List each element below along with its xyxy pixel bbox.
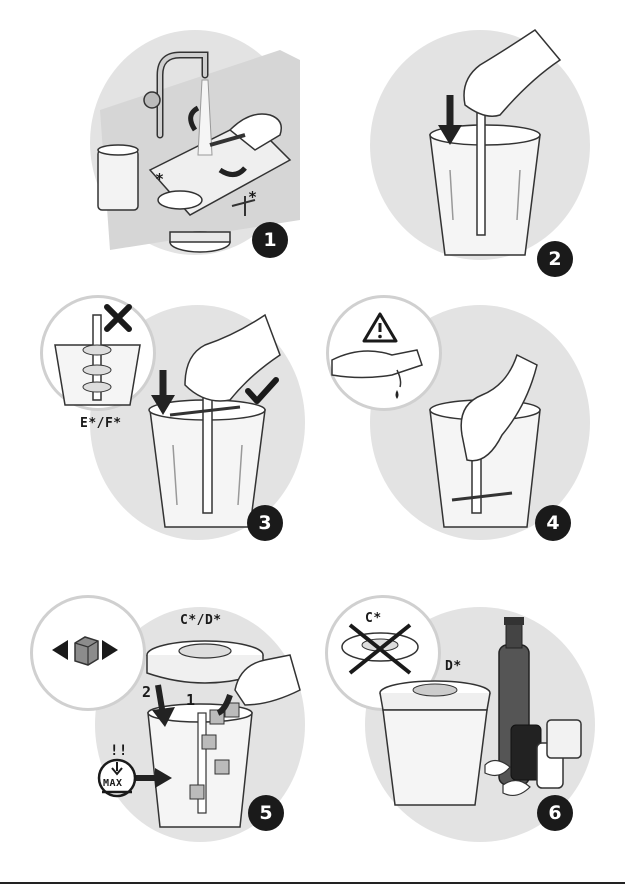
step-1-star-b: * <box>248 188 258 206</box>
step-3-number-badge: 3 <box>247 505 283 541</box>
step-6-panel: C* D* 6 <box>325 595 600 845</box>
step-3-part-label: E*/F* <box>80 416 122 431</box>
step-3-panel: E*/F* 3 <box>35 295 305 545</box>
bowl-spindle-illustration <box>365 20 590 260</box>
step-5-part-label: C*/D* <box>180 613 222 628</box>
step-6-number-badge: 6 <box>537 795 573 831</box>
bottom-rule <box>0 882 625 884</box>
step-2-panel: 2 <box>365 20 590 260</box>
step-4-panel: 4 <box>322 295 597 545</box>
step-5-number-badge: 5 <box>248 795 284 831</box>
step-1-number-badge: 1 <box>252 222 288 258</box>
step-5-arrow-1-label: 1 <box>186 691 196 709</box>
warning-triangle-icon <box>362 311 398 343</box>
step-1-panel: * * 1 <box>80 20 300 260</box>
step-6-d-label: D* <box>445 659 462 674</box>
check-icon <box>245 377 279 405</box>
step-6-c-label: C* <box>365 611 382 626</box>
step-5-max-warning: !! <box>110 743 128 759</box>
step-2-number-badge: 2 <box>537 241 573 277</box>
step-4-number-badge: 4 <box>535 505 571 541</box>
step-1-star-a: * <box>155 170 165 188</box>
step-5-arrow-2-label: 2 <box>142 683 152 701</box>
step-5-max-label: MAX <box>103 778 123 789</box>
step-5-panel: C*/D* 2 1 !! MAX 5 <box>30 595 305 845</box>
cross-icon <box>103 303 133 333</box>
